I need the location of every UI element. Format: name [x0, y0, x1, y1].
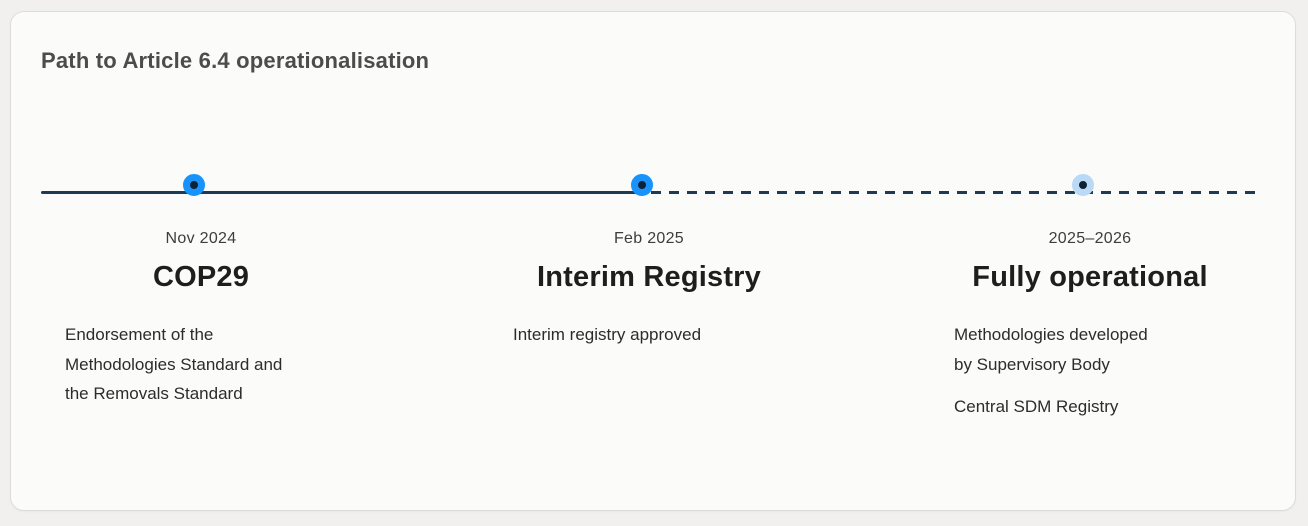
milestone-dot-cop29: [183, 174, 205, 196]
milestone-fully-operational: 2025–2026 Fully operational Methodologie…: [954, 230, 1226, 422]
milestone-title: COP29: [152, 261, 250, 293]
milestone-date: 2025–2026: [1048, 230, 1132, 247]
milestone-description: Interim registry approved: [513, 325, 702, 344]
milestone-date: Nov 2024: [165, 230, 237, 247]
timeline-card: Path to Article 6.4 operationalisation N…: [10, 11, 1296, 511]
milestone-title: Interim Registry: [537, 261, 761, 293]
milestone-title: Fully operational: [972, 261, 1208, 293]
milestone-cop29: Nov 2024 COP29 Endorsement of the Method…: [65, 230, 337, 409]
timeline-line-solid: [41, 191, 649, 194]
milestone-description: Methodologies developed by Supervisory B…: [954, 325, 1148, 374]
milestone-interim-registry: Feb 2025 Interim Registry Interim regist…: [513, 230, 785, 350]
timeline-line-dashed: [651, 191, 1259, 194]
milestone-dot-interim-registry: [631, 174, 653, 196]
milestone-date: Feb 2025: [613, 230, 684, 247]
card-title: Path to Article 6.4 operationalisation: [41, 48, 430, 73]
milestone-dot-fully-operational: [1072, 174, 1094, 196]
milestone-description: Central SDM Registry: [954, 397, 1119, 416]
milestone-description: Endorsement of the Methodologies Standar…: [65, 325, 283, 403]
